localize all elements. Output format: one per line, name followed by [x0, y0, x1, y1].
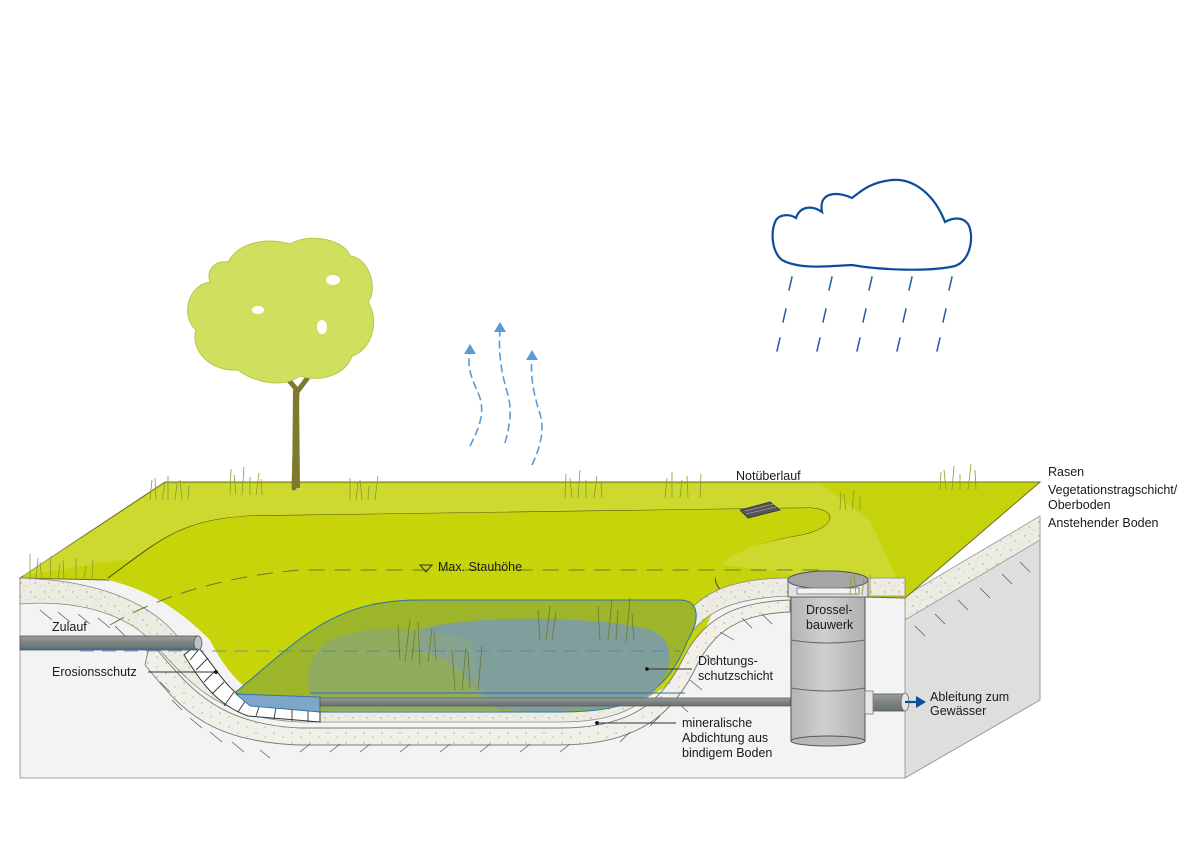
label-rasen: Rasen	[1048, 465, 1084, 479]
label-notueberlauf: Notüberlauf	[736, 469, 801, 483]
label-vegetation-line1: Vegetationstragschicht/	[1048, 483, 1178, 497]
basin-outflow-pipe	[319, 696, 797, 708]
label-zulauf: Zulauf	[52, 620, 87, 634]
tree-icon	[187, 237, 375, 491]
evaporation-arrowheads	[464, 322, 538, 360]
label-anstehender-boden: Anstehender Boden	[1048, 516, 1159, 530]
label-dichtung-line1: Dichtungs-	[698, 654, 758, 668]
evaporation-arrows-icon	[468, 329, 543, 466]
grass-tufts	[29, 463, 977, 596]
label-ableitung-line2: Gewässer	[930, 704, 986, 718]
label-max-stauhoehe: Max. Stauhöhe	[438, 560, 522, 574]
label-erosionsschutz: Erosionsschutz	[52, 665, 137, 679]
leader-lines	[148, 666, 692, 726]
emergency-overflow-grate[interactable]	[739, 501, 781, 519]
rain-cloud-icon	[771, 178, 973, 352]
label-drossel-line2: bauwerk	[806, 618, 854, 632]
water-level-triangle-icon	[418, 564, 434, 573]
label-vegetation-line2: Oberboden	[1048, 498, 1111, 512]
inflow-pipe	[19, 635, 203, 651]
outflow-arrow-icon	[905, 696, 926, 708]
erosion-protection	[183, 644, 321, 723]
reeds	[397, 597, 635, 691]
throttle-structure[interactable]	[787, 570, 910, 747]
label-mineral-line3: bindigem Boden	[682, 746, 772, 760]
label-drossel-line1: Drossel-	[806, 603, 853, 617]
label-mineral-line1: mineralische	[682, 716, 752, 730]
soil-hatching	[39, 561, 1031, 759]
label-ableitung-line1: Ableitung zum	[930, 690, 1009, 704]
basin-water	[80, 569, 820, 713]
label-dichtung-line2: schutzschicht	[698, 669, 774, 683]
label-mineral-line2: Abdichtung aus	[682, 731, 768, 745]
